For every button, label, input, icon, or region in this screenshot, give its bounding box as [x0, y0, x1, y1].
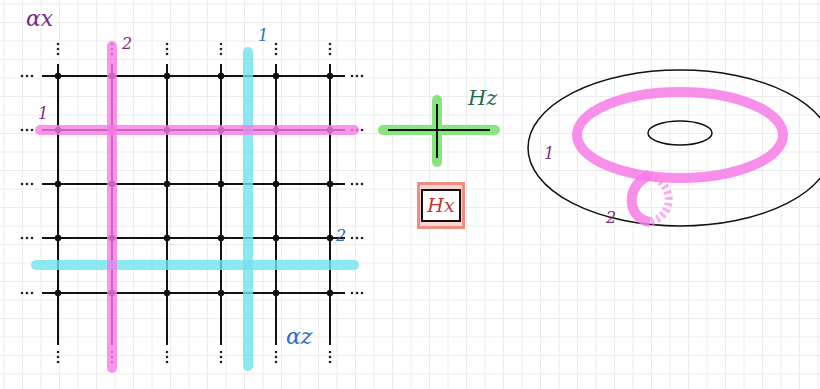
- operator-label: 1: [258, 28, 268, 44]
- operator-label: 2: [336, 228, 346, 244]
- plaquette-square: Hx: [421, 189, 460, 222]
- ellipsis-dots: [21, 43, 364, 364]
- star-operator: [383, 100, 495, 162]
- operator-label: 1: [544, 146, 554, 162]
- square-lattice: [42, 64, 345, 345]
- operator-label: 2: [122, 36, 132, 52]
- plaquette-box: Hx: [417, 182, 465, 229]
- operator-label: 2: [606, 210, 616, 226]
- operator-label: αx: [26, 8, 53, 30]
- operator-label: Hx: [427, 196, 454, 215]
- operator-label: 1: [38, 106, 48, 122]
- operator-label: Hz: [468, 88, 497, 109]
- logical-operators: [36, 46, 354, 368]
- operator-label: αz: [286, 326, 312, 348]
- torus-figure: [528, 70, 820, 226]
